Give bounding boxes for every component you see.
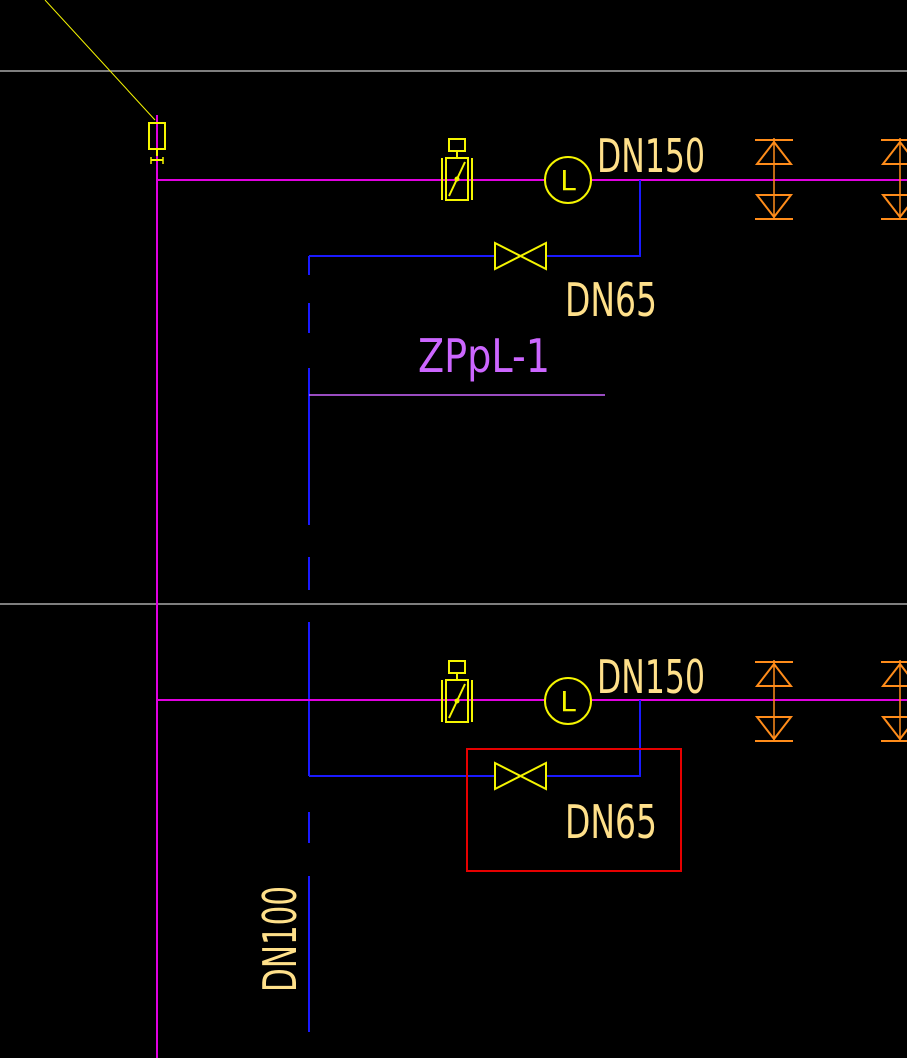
pipe-tag-label: ZPpL-1 bbox=[418, 329, 550, 383]
top-bypass-size-label: DN65 bbox=[565, 273, 657, 327]
signal-gate-valve-icon bbox=[441, 660, 473, 723]
leader-line bbox=[44, 0, 156, 121]
sprinkler-head-icon bbox=[880, 138, 907, 220]
highlight-box bbox=[466, 748, 682, 872]
flow-indicator-icon: L bbox=[544, 677, 592, 725]
riser-size-label: DN100 bbox=[253, 886, 307, 992]
sprinkler-head-icon bbox=[754, 138, 794, 220]
top-main-size-label: DN150 bbox=[597, 129, 705, 183]
bottom-main-size-label: DN150 bbox=[597, 650, 705, 704]
svg-text:L: L bbox=[560, 164, 576, 197]
gate-valve-icon bbox=[494, 241, 547, 271]
flow-switch-icon bbox=[148, 122, 166, 164]
bottom-bypass-pipe bbox=[309, 700, 641, 777]
flow-indicator-icon: L bbox=[544, 156, 592, 204]
sprinkler-head-icon bbox=[754, 660, 794, 742]
svg-text:L: L bbox=[560, 685, 576, 718]
signal-gate-valve-icon bbox=[441, 138, 473, 201]
sprinkler-head-icon bbox=[880, 660, 907, 742]
gate-valve-icon bbox=[494, 761, 547, 791]
top-bypass-pipe bbox=[309, 180, 641, 257]
bottom-bypass-size-label: DN65 bbox=[565, 795, 657, 849]
